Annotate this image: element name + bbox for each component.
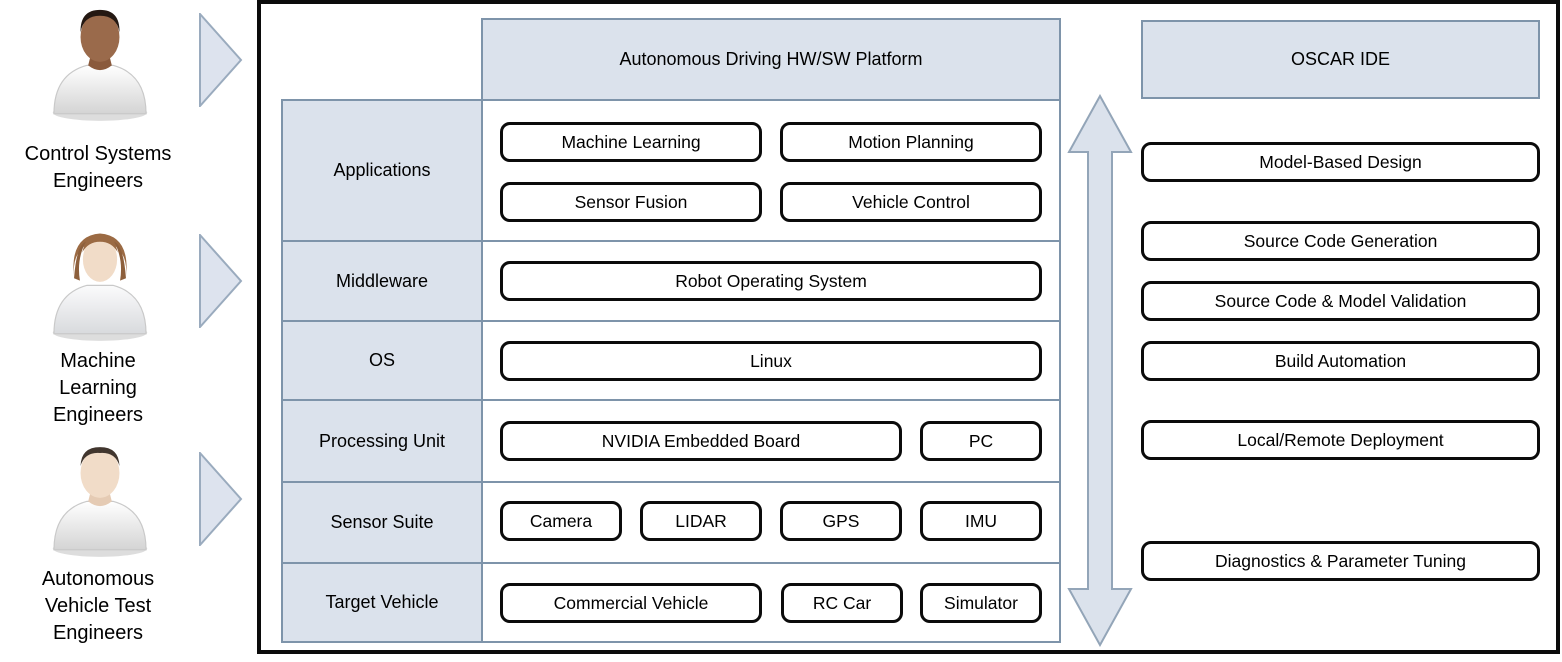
row-label-text: Middleware	[335, 270, 429, 291]
persona-machine-learning: Machine Learning Engineers	[0, 222, 256, 432]
persona-av-test: Autonomous Vehicle Test Engineers	[0, 438, 256, 662]
component-label: PC	[968, 430, 994, 451]
feature-label: Source Code & Model Validation	[1214, 290, 1467, 311]
component-label: Motion Planning	[848, 131, 974, 152]
feature-diagnostics-parameter-tuning: Diagnostics & Parameter Tuning	[1141, 541, 1540, 581]
feature-source-code-model-validation: Source Code & Model Validation	[1141, 281, 1540, 321]
row-label-target-vehicle: Target Vehicle	[281, 562, 483, 643]
right-triangle-icon	[199, 13, 243, 107]
row-label-applications: Applications	[281, 99, 483, 242]
component-label: Vehicle Control	[852, 191, 970, 212]
component-gps: GPS	[780, 501, 902, 541]
feature-source-code-generation: Source Code Generation	[1141, 221, 1540, 261]
component-vehicle-control: Vehicle Control	[780, 182, 1042, 222]
component-machine-learning: Machine Learning	[500, 122, 762, 162]
row-label-text: Applications	[333, 160, 431, 180]
component-linux: Linux	[500, 341, 1042, 381]
platform-title: Autonomous Driving HW/SW Platform	[619, 49, 923, 69]
persona-label: Machine Learning Engineers	[52, 350, 144, 426]
component-motion-planning: Motion Planning	[780, 122, 1042, 162]
component-rc-car: RC Car	[781, 583, 903, 623]
component-label: Simulator	[944, 592, 1018, 613]
row-label-os: OS	[281, 320, 483, 401]
component-lidar: LIDAR	[640, 501, 762, 541]
component-label: Machine Learning	[561, 131, 701, 152]
persona-label: Control Systems Engineers	[24, 143, 172, 192]
component-label: LIDAR	[675, 510, 727, 531]
platform-title-header: Autonomous Driving HW/SW Platform	[481, 18, 1061, 101]
row-label-processing-unit: Processing Unit	[281, 399, 483, 483]
component-imu: IMU	[920, 501, 1042, 541]
component-label: Linux	[750, 350, 792, 371]
component-label: IMU	[964, 510, 998, 531]
row-label-text: Processing Unit	[318, 430, 446, 451]
component-sensor-fusion: Sensor Fusion	[500, 182, 762, 222]
row-label-sensor-suite: Sensor Suite	[281, 481, 483, 564]
feature-model-based-design: Model-Based Design	[1141, 142, 1540, 182]
person-icon-female	[52, 233, 148, 341]
feature-local-remote-deployment: Local/Remote Deployment	[1141, 420, 1540, 460]
component-label: Commercial Vehicle	[553, 592, 709, 613]
row-label-middleware: Middleware	[281, 240, 483, 322]
feature-label: Build Automation	[1274, 350, 1407, 371]
right-triangle-icon	[199, 452, 243, 546]
row-label-text: OS	[368, 350, 395, 370]
component-label: NVIDIA Embedded Board	[601, 430, 801, 451]
component-label: Robot Operating System	[675, 270, 867, 291]
person-icon-male-dark	[52, 9, 148, 121]
component-label: RC Car	[812, 592, 872, 613]
person-icon-male-light	[52, 447, 148, 557]
ide-title: OSCAR IDE	[1290, 49, 1391, 69]
persona-label: Autonomous Vehicle Test Engineers	[41, 568, 155, 644]
component-pc: PC	[920, 421, 1042, 461]
component-label: Sensor Fusion	[574, 191, 688, 212]
component-nvidia-board: NVIDIA Embedded Board	[500, 421, 902, 461]
row-label-text: Sensor Suite	[330, 512, 434, 532]
component-ros: Robot Operating System	[500, 261, 1042, 301]
feature-label: Diagnostics & Parameter Tuning	[1215, 550, 1466, 571]
bidirectional-arrow-icon	[1067, 94, 1133, 647]
component-label: Camera	[529, 510, 593, 531]
right-triangle-icon	[199, 234, 243, 328]
ide-title-header: OSCAR IDE	[1141, 20, 1540, 99]
feature-label: Model-Based Design	[1259, 151, 1422, 172]
persona-control-systems: Control Systems Engineers	[0, 0, 256, 200]
component-simulator: Simulator	[920, 583, 1042, 623]
row-label-text: Target Vehicle	[325, 592, 439, 612]
feature-build-automation: Build Automation	[1141, 341, 1540, 381]
component-label: GPS	[822, 510, 860, 531]
component-camera: Camera	[500, 501, 622, 541]
component-commercial-vehicle: Commercial Vehicle	[500, 583, 762, 623]
feature-label: Local/Remote Deployment	[1237, 429, 1444, 450]
feature-label: Source Code Generation	[1243, 230, 1438, 251]
